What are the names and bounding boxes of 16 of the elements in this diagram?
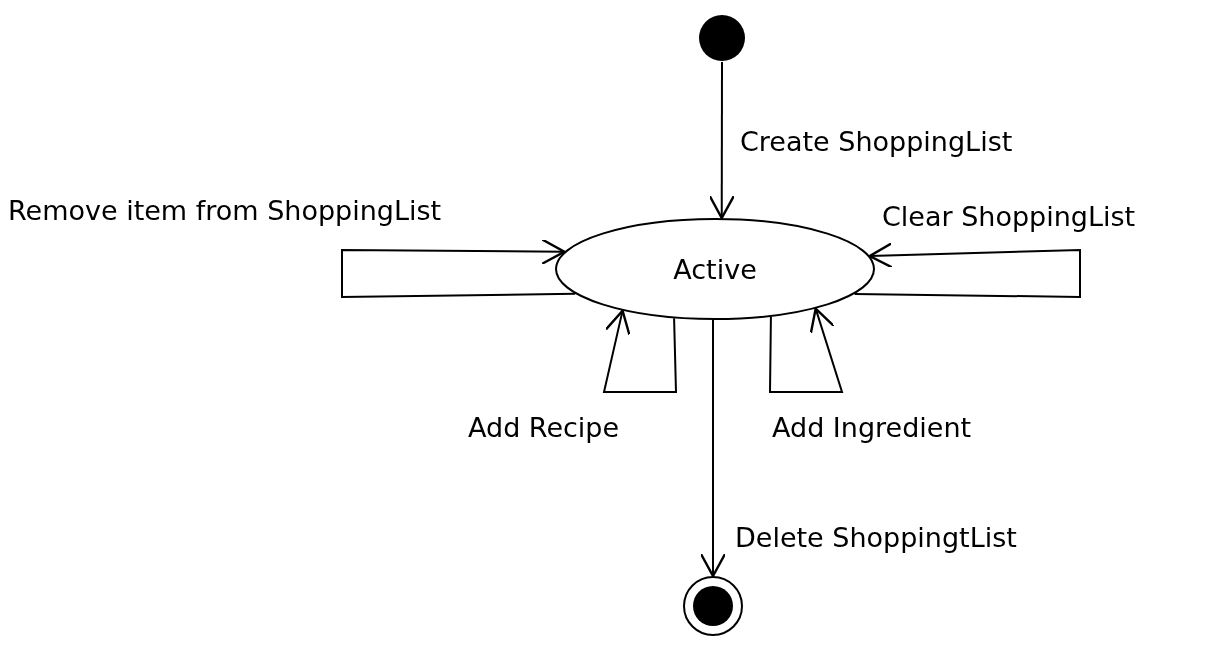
edge-label: Delete ShoppingtList <box>735 524 1017 551</box>
initial-state-dot <box>698 14 746 62</box>
state-ellipse <box>555 218 875 320</box>
transition-arrow <box>699 319 727 578</box>
final-state-symbol <box>683 576 743 636</box>
self-loop-arrow <box>341 238 577 298</box>
edge-label: Create ShoppingList <box>740 128 1013 155</box>
self-loop-arrow <box>853 242 1081 298</box>
edge-label: Clear ShoppingList <box>882 203 1136 230</box>
edge-label: Add Ingredient <box>772 414 972 441</box>
self-loop-arrow <box>769 307 844 393</box>
edge-label: Remove item from ShoppingList <box>8 197 442 224</box>
self-loop-arrow <box>602 309 678 393</box>
state-name: Active <box>673 253 757 285</box>
transition-arrow <box>708 61 735 220</box>
edge-label: Add Recipe <box>468 414 620 441</box>
